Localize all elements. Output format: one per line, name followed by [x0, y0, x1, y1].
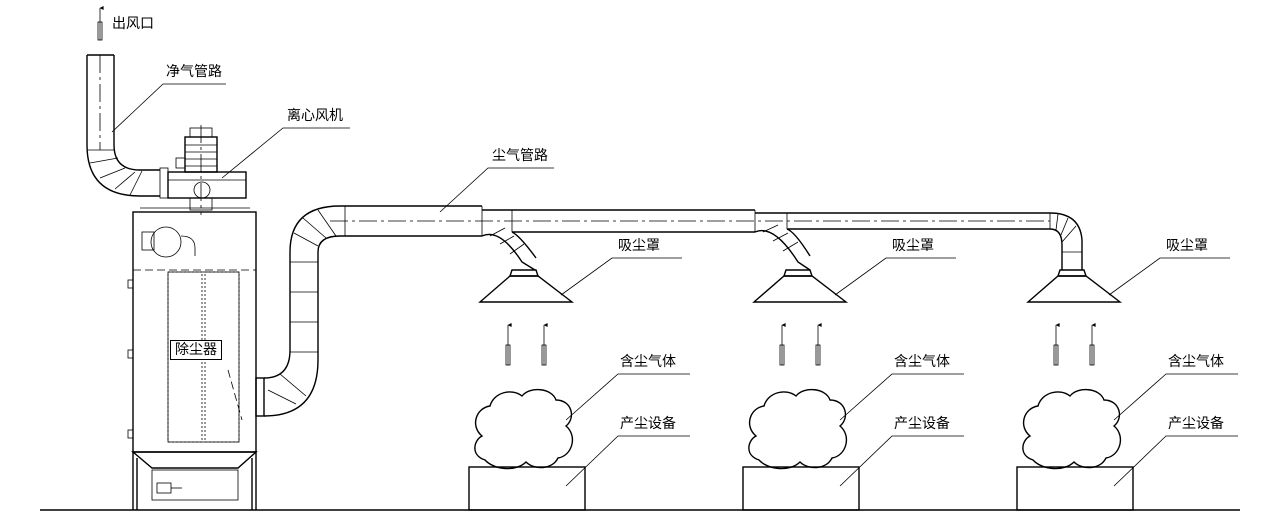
- dusty-gas-pipe: [255, 205, 1083, 417]
- clean-gas-pipe: [86, 54, 169, 199]
- filter-bags: [167, 271, 240, 443]
- dust-cloud-3: [1022, 389, 1122, 470]
- equipment-1-label: 产尘设备: [620, 416, 676, 432]
- dusty-gas-2-label: 含尘气体: [894, 354, 950, 370]
- equipment-box-1: [468, 466, 586, 511]
- hood-2: [752, 269, 849, 303]
- hood-2-label: 吸尘罩: [892, 238, 934, 254]
- hood-1-label: 吸尘罩: [618, 238, 660, 254]
- airflow-arrows: [505, 323, 1096, 366]
- dusty-gas-1-label: 含尘气体: [620, 354, 676, 370]
- centrifugal-fan: [167, 125, 247, 215]
- equipment-box-3: [1016, 466, 1134, 511]
- fan-label: 离心风机: [287, 108, 343, 124]
- leader-lines: [111, 83, 1238, 487]
- dust-cloud-2: [748, 389, 848, 470]
- equipment-2-label: 产尘设备: [894, 416, 950, 432]
- equipment-3-label: 产尘设备: [1168, 416, 1224, 432]
- collector-label: 除尘器: [170, 340, 222, 360]
- hood-1: [478, 269, 575, 303]
- dust-collector: [127, 207, 258, 510]
- dust-cloud-1: [474, 389, 574, 470]
- hood-3-label: 吸尘罩: [1166, 238, 1208, 254]
- equipment-box-2: [742, 466, 860, 511]
- hood-3: [1026, 269, 1123, 303]
- clean-pipe-label: 净气管路: [166, 64, 222, 80]
- dust-pipe-label: 尘气管路: [492, 148, 548, 164]
- outlet-label: 出风口: [112, 16, 154, 32]
- dusty-gas-3-label: 含尘气体: [1168, 354, 1224, 370]
